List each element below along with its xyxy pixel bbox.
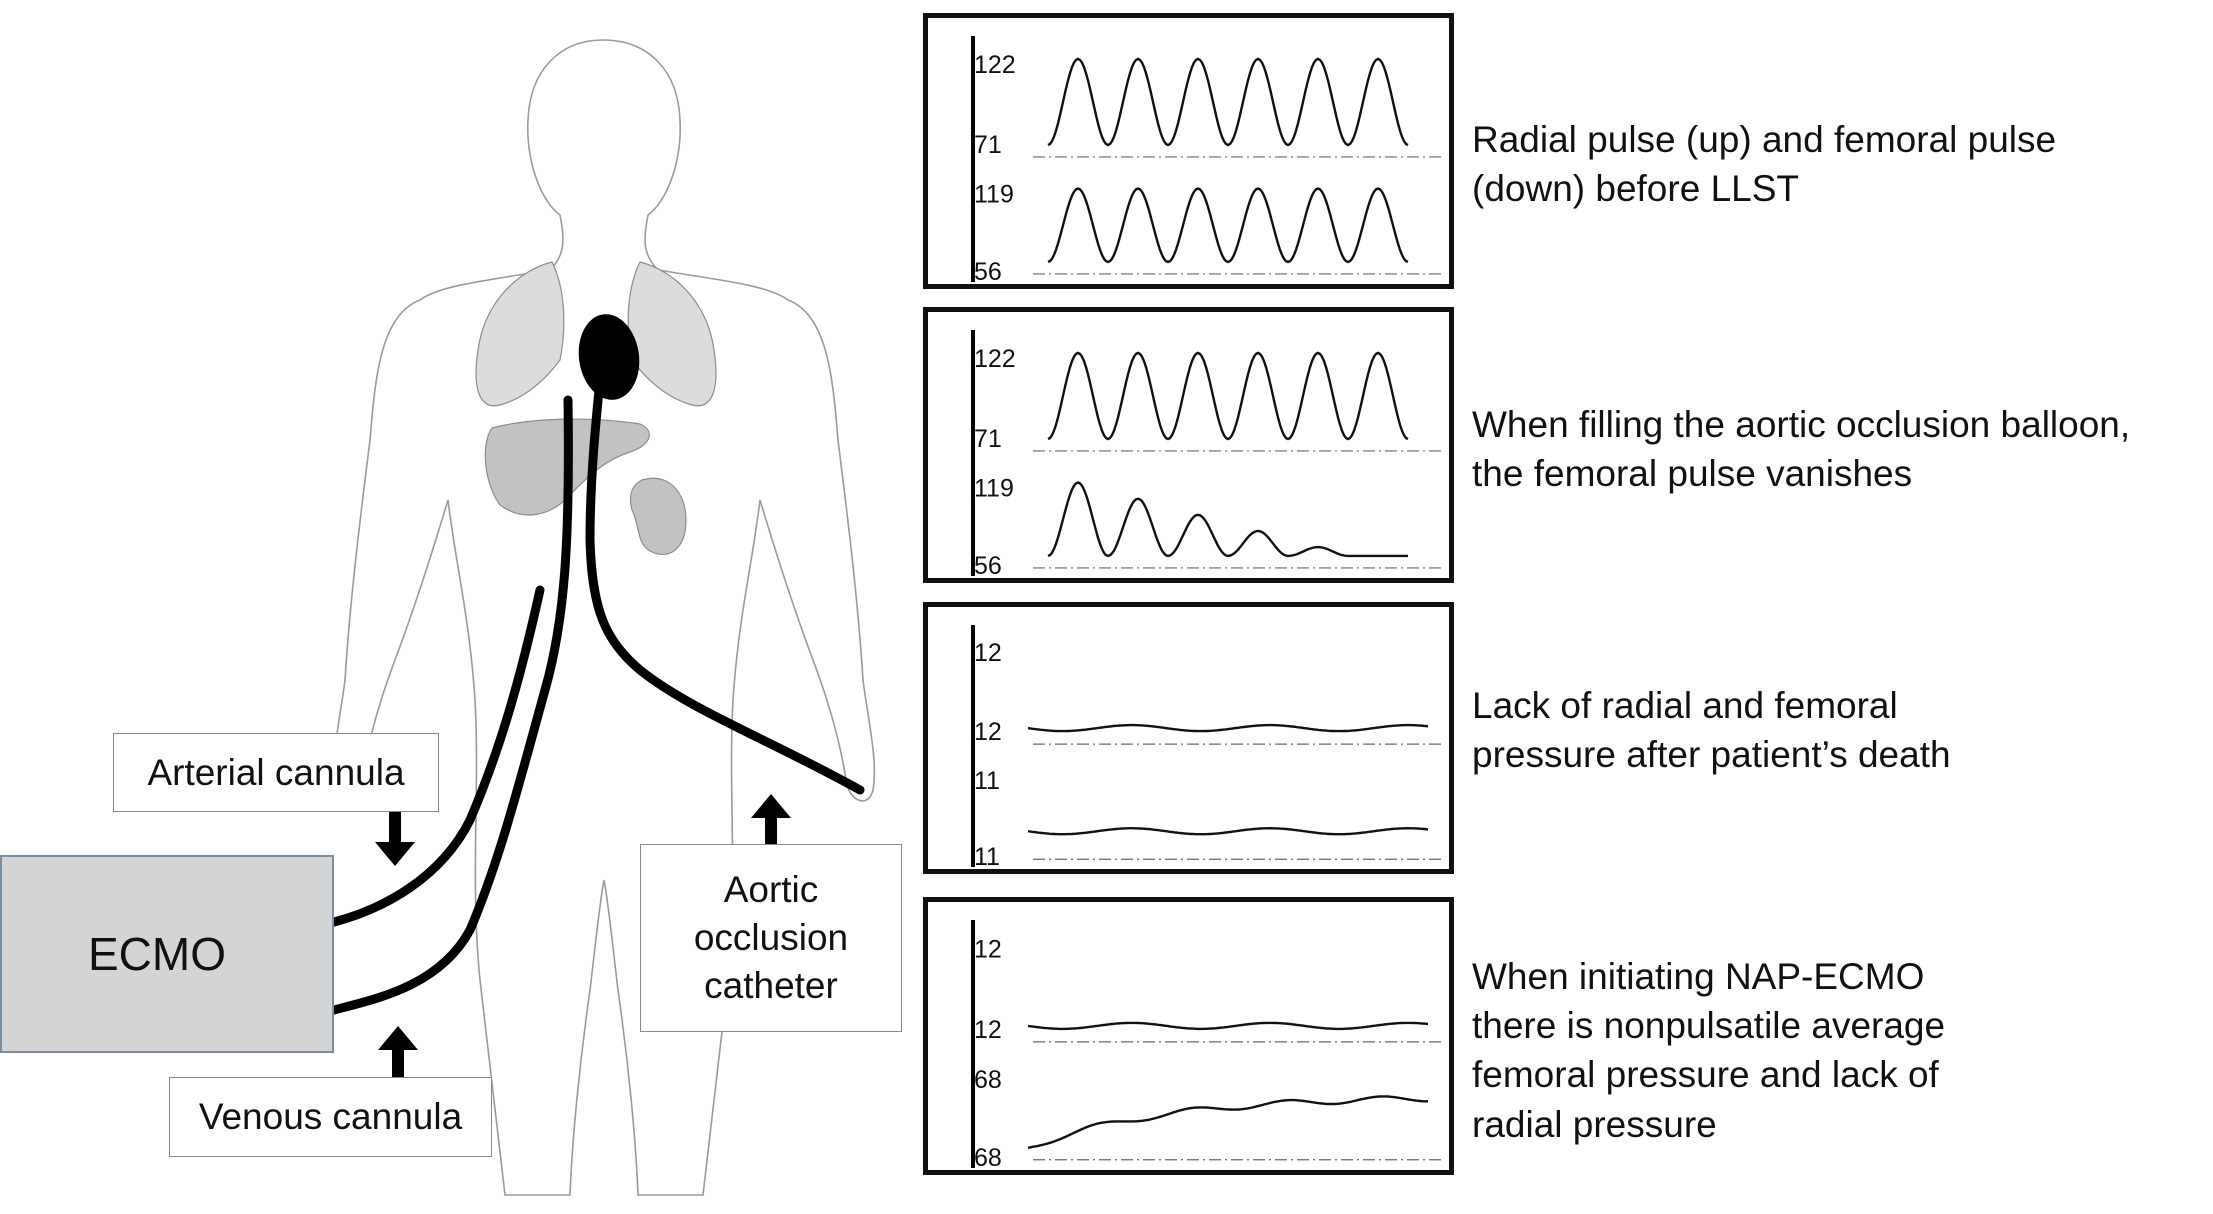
panel-4-description: When initiating NAP-ECMO there is nonpul…: [1472, 956, 1946, 1145]
venous-cannula-tube: [329, 395, 573, 1015]
tick-label: 56: [974, 258, 1002, 286]
panel-2-description: When filling the aortic occlusion balloo…: [1472, 404, 2131, 495]
upper-pressure-trace: [1027, 1021, 1429, 1031]
trace-svg: 122 71 119 56: [971, 330, 1444, 580]
trace-svg: 12 12 68 68: [971, 920, 1444, 1172]
lower-pressure-trace: [1027, 1095, 1428, 1149]
tick-label: 71: [974, 425, 1002, 453]
tick-label: 122: [974, 51, 1016, 79]
tick-label: 119: [974, 475, 1014, 503]
ecmo-box: ECMO: [0, 855, 334, 1053]
venous-arrow: [378, 1026, 418, 1080]
lower-pressure-trace: [1047, 187, 1409, 264]
trace-svg: 122 71 119 56: [971, 36, 1444, 286]
tick-label: 119: [974, 181, 1014, 209]
tick-label: 12: [974, 935, 1002, 963]
pressure-panel-2: 122 71 119 56: [923, 307, 1454, 583]
lower-pressure-trace: [1047, 481, 1408, 558]
aortic-catheter-label: Aortic occlusion catheter: [640, 844, 902, 1032]
tick-label: 12: [974, 718, 1002, 746]
left-lung: [475, 261, 565, 407]
pressure-panel-4: 12 12 68 68: [923, 897, 1454, 1175]
stomach: [629, 477, 687, 556]
tick-label: 11: [974, 767, 1000, 795]
arterial-cannula-label: Arterial cannula: [113, 733, 439, 812]
catheter-arrow: [751, 794, 791, 844]
trace-svg: 12 12 11 11: [971, 625, 1444, 871]
upper-pressure-trace: [1027, 723, 1429, 733]
arterial-cannula-tube: [329, 585, 545, 927]
tick-label: 12: [974, 639, 1002, 667]
heart: [578, 314, 640, 400]
tick-label: 56: [974, 552, 1002, 580]
tick-label: 12: [974, 1016, 1002, 1044]
pressure-panel-3: 12 12 11 11: [923, 602, 1454, 874]
lower-pressure-trace: [1027, 826, 1429, 836]
aortic-occlusion-catheter: [585, 375, 865, 795]
body-illustration: [329, 39, 876, 1196]
panel-3-description: Lack of radial and femoral pressure afte…: [1472, 685, 1951, 776]
pressure-panel-1: 122 71 119 56: [923, 13, 1454, 289]
ecmo-label: ECMO: [88, 928, 226, 980]
tick-label: 68: [974, 1066, 1002, 1094]
venous-cannula-label: Venous cannula: [169, 1077, 492, 1157]
upper-pressure-trace: [1047, 351, 1409, 441]
tick-label: 68: [974, 1144, 1002, 1172]
panel-1-description: Radial pulse (up) and femoral pulse (dow…: [1472, 119, 2057, 210]
tick-label: 122: [974, 345, 1016, 373]
upper-pressure-trace: [1047, 57, 1409, 147]
arterial-arrow: [375, 812, 415, 866]
tick-label: 71: [974, 131, 1002, 159]
tick-label: 11: [974, 843, 1000, 871]
